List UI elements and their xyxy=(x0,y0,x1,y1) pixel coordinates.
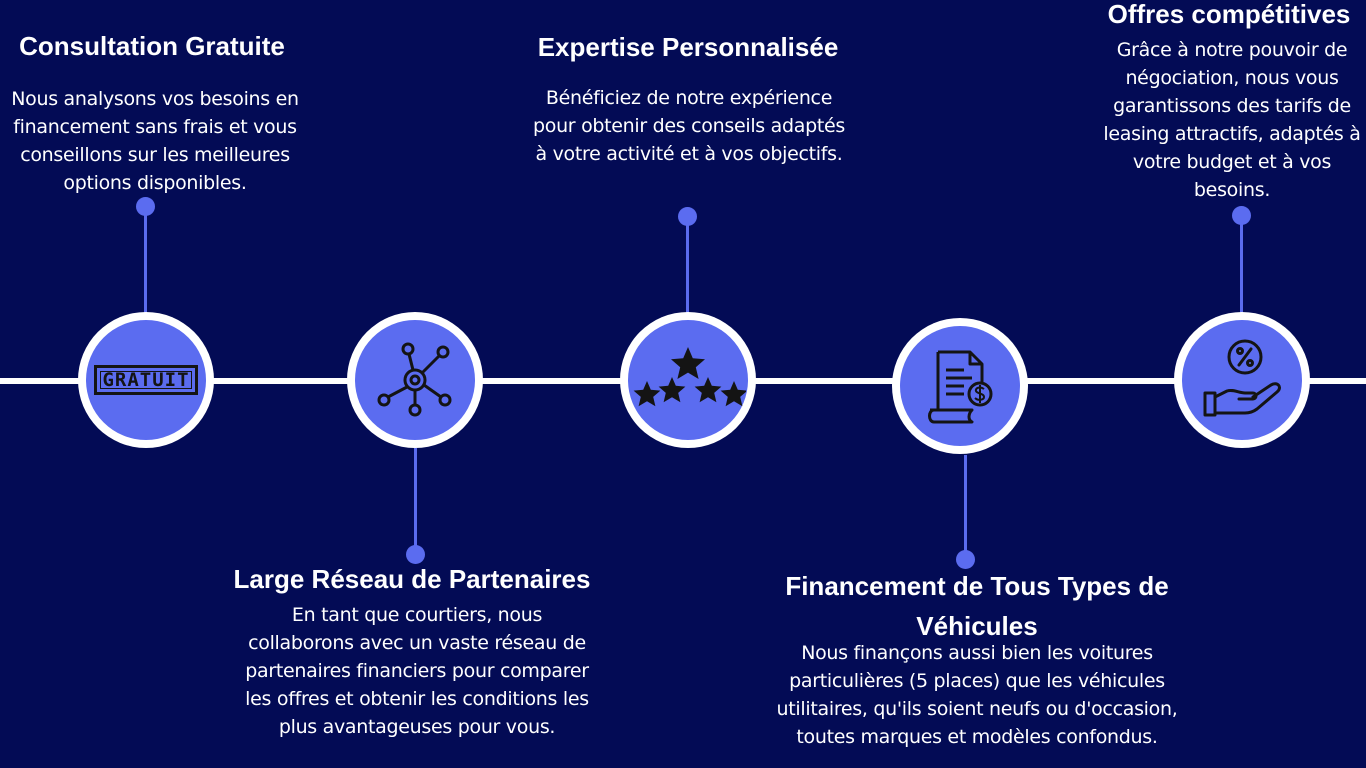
step-3-title: Expertise Personnalisée xyxy=(537,32,839,62)
gratuit-stamp-text: GRATUIT xyxy=(102,369,190,391)
step-4-description: Nous finançons aussi bien les voitures p… xyxy=(776,642,1178,748)
dot-step-3 xyxy=(678,207,697,226)
node-step-1: GRATUIT xyxy=(78,312,214,448)
connector-step-3 xyxy=(686,217,689,315)
step-4-title: Financement de Tous Types de Véhicules xyxy=(785,571,1169,641)
node-step-5 xyxy=(1174,312,1310,448)
dot-step-2 xyxy=(406,545,425,564)
connector-step-4 xyxy=(964,455,967,560)
node-step-4 xyxy=(892,318,1028,454)
step-2-title: Large Réseau de Partenaires xyxy=(233,564,591,594)
connector-step-5 xyxy=(1240,216,1243,315)
dot-step-4 xyxy=(956,550,975,569)
connector-step-2 xyxy=(414,448,417,555)
step-2-description: En tant que courtiers, nous collaborons … xyxy=(245,604,589,738)
node-step-3 xyxy=(620,312,756,448)
hand-percent-icon xyxy=(1203,339,1281,417)
network-icon xyxy=(377,342,452,417)
node-step-2 xyxy=(347,312,483,448)
step-3-description: Bénéficiez de notre expérience pour obte… xyxy=(532,87,845,165)
connector-step-1 xyxy=(144,207,147,315)
dot-step-5 xyxy=(1232,206,1251,225)
step-1-title: Consultation Gratuite xyxy=(19,31,285,61)
gratuit-stamp-icon: GRATUIT xyxy=(94,365,198,395)
invoice-dollar-icon xyxy=(928,350,993,424)
step-5-description: Grâce à notre pouvoir de négociation, no… xyxy=(1103,39,1361,201)
step-5-title: Offres compétitives xyxy=(1107,0,1351,29)
stars-rating-icon xyxy=(633,347,746,407)
step-1-description: Nous analysons vos besoins en financemen… xyxy=(11,88,299,194)
dot-step-1 xyxy=(136,197,155,216)
